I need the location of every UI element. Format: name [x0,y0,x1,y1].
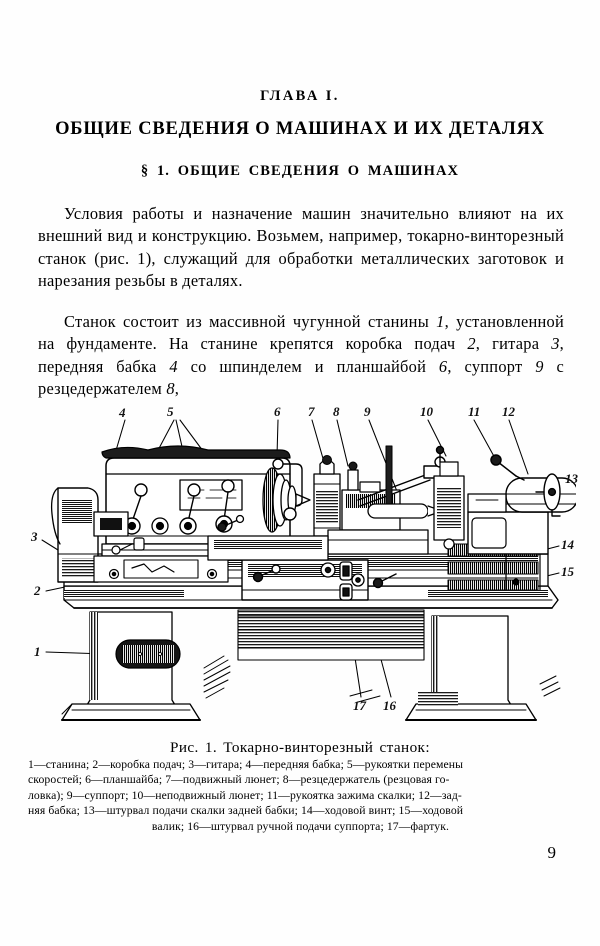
paragraph-text: Станок состоит из массивной чугунной ста… [38,311,564,401]
page-title: ОБЩИЕ СВЕДЕНИЯ О МАШИНАХ И ИХ ДЕТАЛЯХ [55,119,545,139]
figure-callout: 5 [167,404,174,419]
paragraph-segment: Станок состоит из массивной чугунной ста… [64,312,437,331]
figure-callout: 11 [468,404,481,419]
figure-lathe-illustration: 4 5 6 7 8 9 10 11 12 13 14 15 16 17 1 2 … [28,404,578,736]
paragraph-segment: , суппорт [447,356,536,376]
figure-callout: 13 [565,471,578,486]
figure-callout: 9 [364,404,371,419]
page-number: 9 [547,843,557,862]
paragraph-segment: со шпинделем и планшайбой [177,356,439,376]
figure-legend: 1—станина; 2—коробка подач; 3—гитара; 4—… [28,757,573,834]
lathe-drawing [41,419,576,722]
figure-callout: 6 [274,404,281,419]
paragraph-segment: , [174,379,180,399]
legend-line: скоростей; 6—планшайба; 7—подвижный люне… [28,773,450,787]
chapter-label: ГЛАВА I. [260,88,340,104]
paragraph-text: Условия работы и назначение машин значит… [38,204,564,291]
figure-callout: 7 [308,404,315,419]
paragraph-segment: , гитара [475,334,552,354]
figure-caption-title: Рис. 1. Токарно-винторезный станок: [170,739,430,756]
part-number-ref: 8 [166,379,175,399]
paragraph-segment: , установленной на фундаменте. На станин… [38,312,564,354]
figure-callout: 16 [383,698,396,713]
figure-callout: 4 [119,405,126,420]
part-number-ref: 9 [535,356,544,376]
figure-callout: 8 [333,404,340,419]
part-number-ref: 6 [438,356,448,376]
part-number-ref: 3 [551,334,560,354]
legend-line: 1—станина; 2—коробка подач; 3—гитара; 4—… [28,758,464,771]
figure-callout: 2 [34,583,41,598]
figure-callout: 17 [353,698,366,713]
figure-callout: 14 [561,537,574,552]
figure-callout: 3 [31,529,38,544]
body-paragraph-2: Станок состоит из массивной чугунной ста… [38,311,564,401]
figure-callout: 1 [34,644,41,659]
part-number-ref: 1 [436,312,445,331]
figure-callout: 10 [420,404,433,419]
paragraph-segment: , передняя бабка [38,334,564,376]
figure-callout: 15 [561,564,574,579]
section-title: § 1. ОБЩИЕ СВЕДЕНИЯ О МАШИНАХ [140,163,460,179]
body-paragraph-1: Условия работы и назначение машин значит… [38,203,564,293]
legend-line: няя бабка; 13—штурвал подачи скалки задн… [28,804,464,818]
part-number-ref: 2 [467,334,476,354]
part-number-ref: 4 [169,356,178,376]
legend-line: ловка); 9—суппорт; 10—неподвижный люнет;… [28,788,462,802]
paragraph-segment: с резцедержателем [38,356,565,399]
figure-callout: 12 [502,404,515,419]
legend-line: валик; 16—штурвал ручной подачи суппорта… [151,819,450,833]
